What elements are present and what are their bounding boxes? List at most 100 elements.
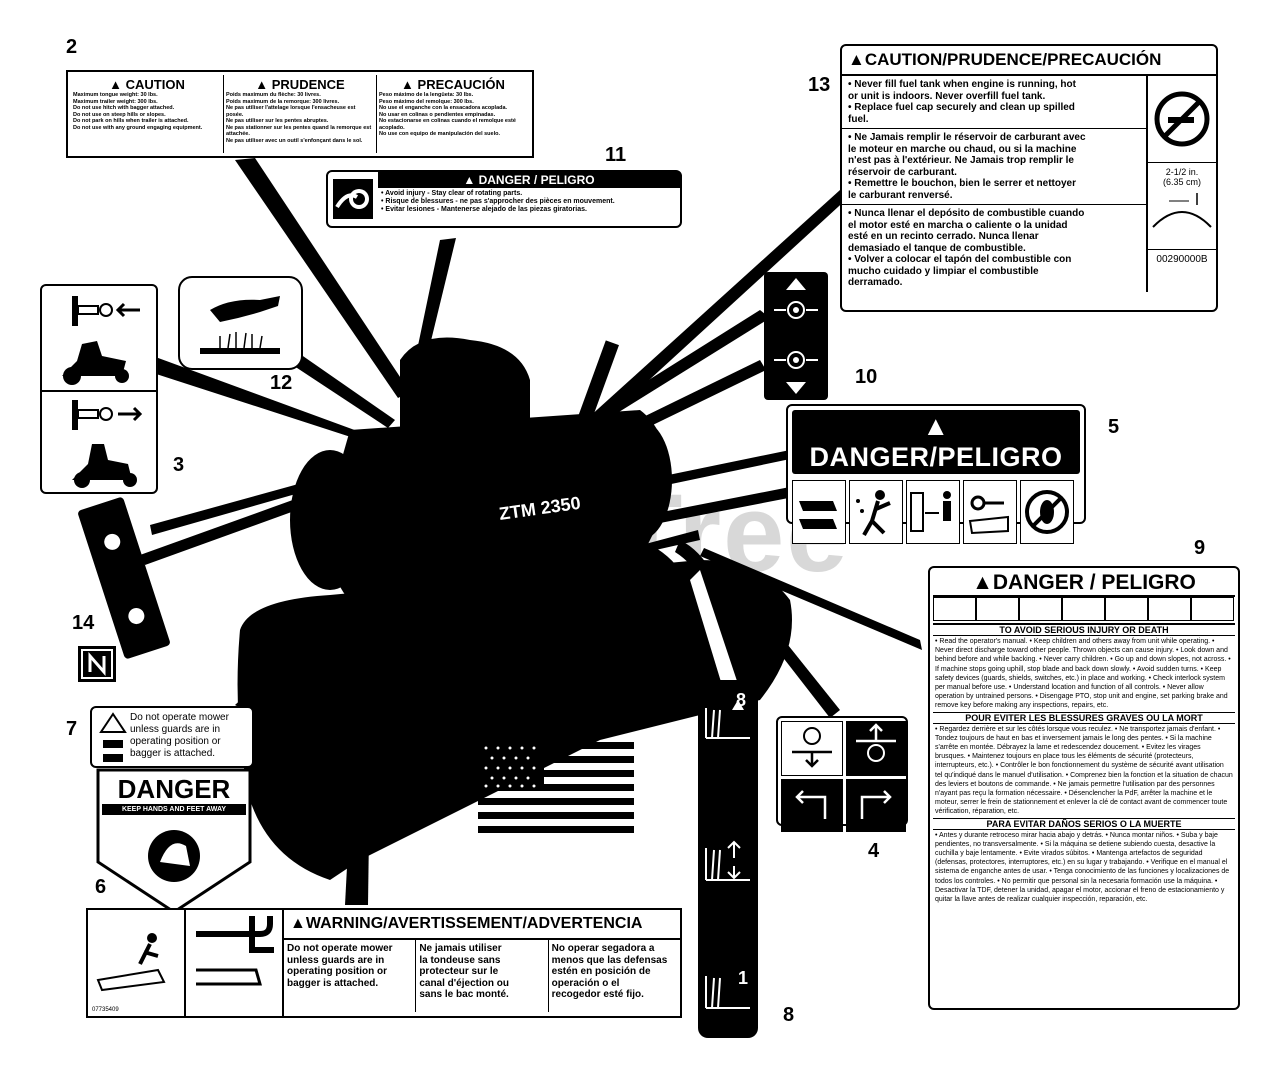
text-line: Do not use on steep hills or slopes. [73,111,166,118]
text-line: • Never fill fuel tank when engine is ru… [848,79,1076,90]
turn-left-icon [781,779,843,832]
decal-13-title: CAUTION/PRUDENCE/PRECAUCIÓN [864,50,1162,69]
text-line: Poids maximum de la remorque: 300 livres… [226,98,340,105]
decal-9-fr-head: POUR EVITER LES BLESSURES GRAVES OU LA M… [933,711,1235,724]
decal-13-fr: • Ne Jamais remplir le réservoir de carb… [842,129,1146,205]
text-line: No operar segadora a [551,943,655,954]
decal-warning-guards: 07735409 ▲WARNING/AVERTISSEMENT/ADVERTEN… [86,908,682,1018]
callout-2: 2 [66,36,78,58]
text-line: n'est pas à l'extérieur. Ne Jamais trop … [848,155,1074,166]
decal-2-title-fr-text: PRUDENCE [271,77,345,92]
turn-right-icon [846,779,906,832]
callout-5: 5 [1108,416,1120,438]
decal-10-lift-arrows [764,272,828,400]
decal-2-lines-fr: Poids maximum du flèche: 30 livres.Poids… [226,92,374,144]
no-foot-icon [1020,480,1074,544]
neutral-up-icon [846,721,906,776]
callout-9: 9 [1194,537,1206,559]
decal-2-title-en: ▲ CAUTION [109,77,185,92]
text-line: bagger is attached. [130,748,216,759]
callout-10: 10 [855,366,878,388]
text-line: demasiado el tanque de combustible. [848,242,1026,254]
text-line: • Evitar lesiones - Mantenerse alejado d… [381,206,587,213]
text-line: réservoir de carburant. [848,166,957,178]
children-away-icon [976,597,1019,621]
text-line: • Ne Jamais remplir le réservoir de carb… [848,132,1086,143]
decal-11-lines: • Avoid injury - Stay clear of rotating … [378,188,680,216]
rider-icon [1191,597,1234,621]
decal-2-col-fr: ▲ PRUDENCE Poids maximum du flèche: 30 l… [224,75,377,153]
text-line: Maximum tongue weight: 30 lbs. [73,92,158,98]
text-line: la tondeuse sans [419,954,501,966]
decal-5-danger-pictograms: ▲ DANGER/PELIGRO [786,404,1086,544]
decal-9-pictogram-row [933,597,1235,625]
decal-9-es-body: • Antes y durante retroceso mirar hacia … [935,831,1230,904]
text-line: Maximum trailer weight: 300 lbs. [73,98,158,105]
text-line: No usar en colinas o pendientes empinada… [379,111,496,118]
text-line: el motor esté en marcha o caliente o la … [848,219,1068,231]
manual-icon [933,597,976,621]
text-line: Ne pas utiliser avec un outil s'enfonçan… [226,137,363,144]
warning-title: WARNING/AVERTISSEMENT/ADVERTENCIA [305,915,643,932]
text-line: Do not use with any ground engaging equi… [73,124,203,131]
decal-13-es: • Nunca llenar el depósito de combustibl… [842,205,1146,292]
text-line: No use con equipo de manipulación del su… [379,131,501,137]
hitch-disengage-icon [42,392,156,492]
text-line: Do not operate mower [130,712,229,723]
text-line: Do not park on hills when trailer is att… [73,118,189,124]
keep-distance-icon [906,480,960,544]
decal-9-es-head: PARA EVITAR DAÑOS SERIOS O LA MUERTE [933,817,1235,830]
decal-2-col-en: ▲ CAUTION Maximum tongue weight: 30 lbs.… [71,75,224,153]
callout-8-bottom: 8 [783,1004,795,1026]
shear-hazard-icon [792,480,846,544]
text-line: le moteur en marche ou chaud, ou si la m… [848,143,1077,155]
warning-header: ▲WARNING/AVERTISSEMENT/ADVERTENCIA [284,910,680,940]
text-line: Poids maximum du flèche: 30 livres. [226,92,321,98]
callout-13: 13 [808,74,831,96]
callout-12: 12 [270,372,293,394]
decal-11-rotating-parts: ▲ DANGER / PELIGRO • Avoid injury - Stay… [326,170,682,228]
text-line: • Avoid injury - Stay clear of rotating … [381,190,523,197]
decal-13-en: • Never fill fuel tank when engine is ru… [842,76,1146,129]
text-line: Peso máximo de la lengüeta: 30 lbs. [379,92,474,98]
text-line: estén en posición de [551,966,651,977]
decal-2-hitch-caution: ▲ CAUTION Maximum tongue weight: 30 lbs.… [66,70,534,158]
text-line: mucho cuidado y limpiar el combustible [848,265,1039,277]
no-smoking-icon [1148,76,1216,163]
decal-14-neutral-icon [78,646,116,682]
decal-2-title-en-text: CAUTION [125,77,185,92]
height-grass-icons [705,700,750,1009]
text-line: • Replace fuel cap securely and clean up… [848,102,1075,113]
callout-4: 4 [868,840,880,862]
text-line: Ne pas utiliser l'attelage lorsque l'ens… [226,105,356,118]
text-line: esté en un recinto cerrado. Nunca llenar [848,231,1039,242]
text-line: Do not use hitch with bagger attached. [73,105,175,111]
neutral-down-icon [781,721,843,776]
text-line: Ne jamais utiliser [419,943,502,954]
text-line: Do not operate mower [287,943,393,954]
decal-6-title: DANGER [117,774,231,804]
fill-measure: 2-1/2 in. [1165,167,1199,177]
thrown-object-pictogram: 07735409 [88,910,186,1016]
decal-6-keep-hands-away: DANGER KEEP HANDS AND FEET AWAY [94,766,254,916]
text-line: canal d'éjection ou [419,977,509,989]
decal-11-title: DANGER / PELIGRO [478,173,595,187]
text-line: • Risque de blessures - ne pas s'approch… [381,198,615,205]
lift-arrow-icons [774,278,818,394]
decal-9-safety-instructions: ▲DANGER / PELIGRO TO AVOID SERIOUS INJUR… [928,566,1240,1010]
callout-3: 3 [173,454,185,476]
callout-14: 14 [72,612,95,634]
decal-8-height-strip: 8 1 [698,680,758,1038]
text-line: menos que las defensas [551,954,668,966]
hot-surface-hand-icon [200,296,280,354]
rotating-hand-icon [328,172,378,226]
text-line: unless guards are in [287,954,385,966]
text-line: or unit is indoors. Never overfill fuel … [848,90,1046,102]
decal-4-drive-controls [776,716,908,832]
chute-guard-pictogram [186,910,284,1016]
decal-3-hitch-icons [40,284,158,494]
